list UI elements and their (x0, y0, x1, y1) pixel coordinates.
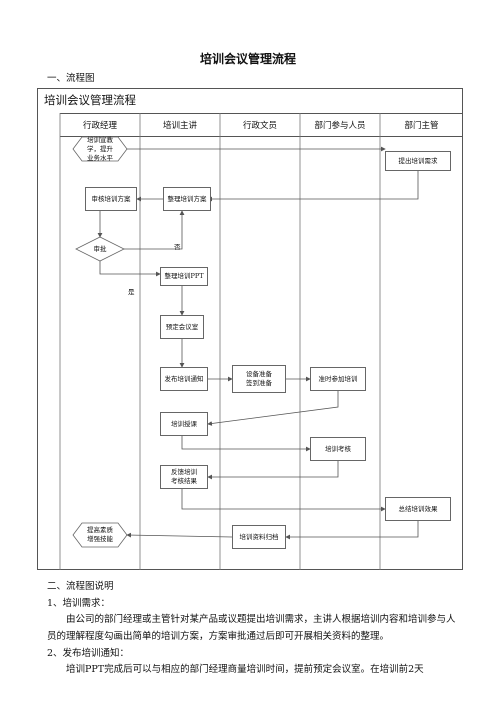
start-node: 培训宣教 学，提升 业务水平 (87, 135, 113, 162)
node-approve: 审批 (93, 244, 107, 253)
lane-header-supervisor: 部门主管 (380, 113, 463, 137)
lane-header-participants: 部门参与人员 (300, 113, 380, 137)
flowchart: 培训会议管理流程 行政经理 培训主讲 行政文员 部门参与人员 部门主管 (37, 88, 463, 570)
flowchart-connectors (59, 113, 419, 570)
lane-header-trainer: 培训主讲 (140, 113, 220, 137)
node-book-room: 预定会议室 (160, 315, 204, 339)
item-heading-notice: 2、发布培训通知： (47, 648, 130, 659)
flowchart-title: 培训会议管理流程 (44, 93, 136, 107)
item-text-notice: 培训PPT完成后可以与相应的部门经理商量培训时间，提前预定会议室。在培训前2天 (66, 664, 424, 675)
section-heading-description: 二、流程图说明 (47, 581, 114, 592)
item-text-demand: 由公司的部门经理或主管针对某产品或议题提出培训需求，主讲人根据培训内容和培训参与… (47, 614, 456, 642)
node-feedback: 反馈培训 考核结果 (160, 465, 208, 489)
node-prepare-ppt: 整理培训PPT (160, 267, 208, 286)
node-summary: 总结培训效果 (385, 497, 451, 521)
section-heading-flowchart: 一、流程图 (47, 73, 95, 84)
node-exam: 培训考核 (310, 437, 366, 461)
node-archive: 培训资料归档 (232, 525, 286, 549)
item-heading-demand: 1、培训需求： (47, 598, 111, 609)
node-prepare-plan: 整理培训方案 (163, 187, 211, 211)
end-node: 提高素质 增强技能 (87, 526, 113, 543)
document-title: 培训会议管理流程 (199, 52, 296, 66)
label-no: 否 (174, 243, 181, 251)
node-equipment-prep: 设备准备 签到准备 (232, 365, 286, 393)
node-send-notice: 发布培训通知 (160, 367, 208, 391)
node-lecture: 培训授课 (160, 412, 208, 436)
label-yes: 是 (128, 288, 135, 296)
lane-header-admin-clerk: 行政文员 (220, 113, 300, 137)
node-submit-demand: 提出培训需求 (385, 151, 451, 171)
node-review-plan: 审核培训方案 (85, 187, 137, 211)
node-attend-training: 准时参加培训 (310, 367, 366, 391)
lane-header-admin-manager: 行政经理 (60, 113, 140, 137)
